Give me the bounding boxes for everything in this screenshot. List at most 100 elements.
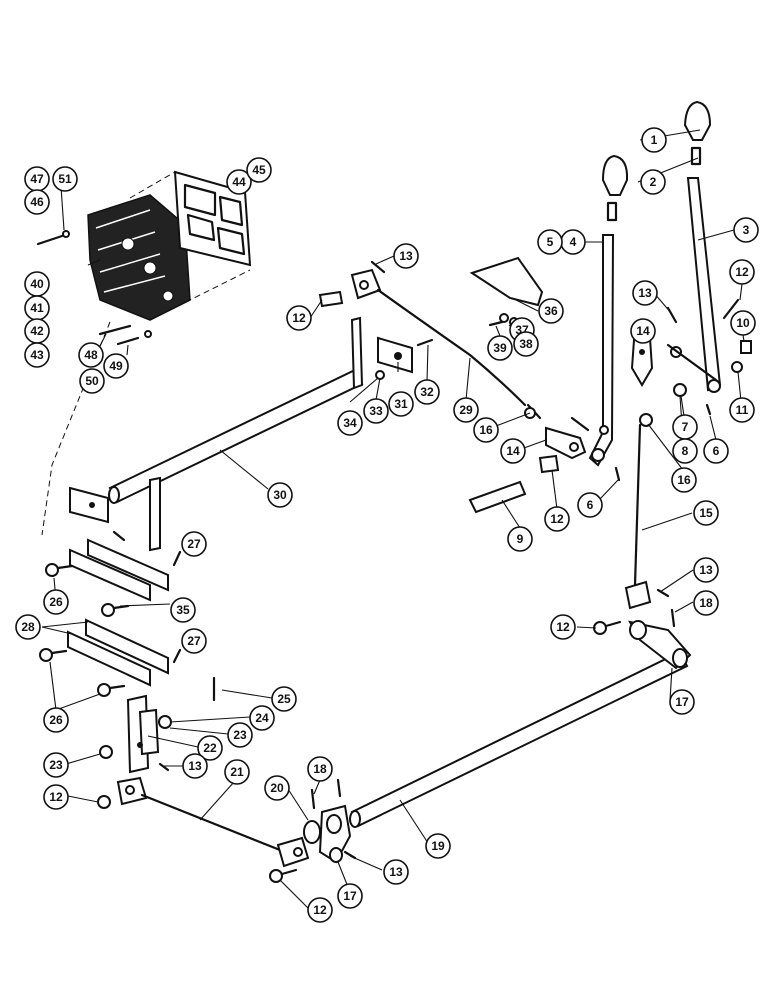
callout-49: 49: [103, 353, 129, 379]
svg-text:23: 23: [233, 728, 247, 742]
svg-text:30: 30: [273, 488, 287, 502]
svg-text:43: 43: [30, 348, 44, 362]
lower-linkage-rod: [97, 776, 310, 883]
callout-51: 51: [52, 166, 78, 192]
callout-13: 13: [383, 859, 409, 885]
svg-text:20: 20: [270, 781, 284, 795]
callout-9: 9: [507, 526, 533, 552]
svg-text:12: 12: [49, 790, 63, 804]
callout-17: 17: [669, 689, 695, 715]
callout-8: 8: [672, 438, 698, 464]
callout-35: 35: [170, 597, 196, 623]
svg-text:32: 32: [420, 385, 434, 399]
rod-end-clevis: [468, 407, 590, 514]
svg-text:12: 12: [550, 512, 564, 526]
callout-20: 20: [264, 775, 290, 801]
svg-text:28: 28: [21, 620, 35, 634]
callout-50: 50: [79, 368, 105, 394]
svg-text:38: 38: [519, 337, 533, 351]
callout-24: 24: [249, 705, 275, 731]
svg-text:17: 17: [343, 889, 357, 903]
link-bolts: [39, 563, 130, 697]
callout-4: 4: [560, 229, 586, 255]
svg-text:51: 51: [58, 172, 72, 186]
callout-32: 32: [414, 379, 440, 405]
callout-13: 13: [632, 280, 658, 306]
svg-text:2: 2: [650, 175, 657, 189]
callout-18: 18: [693, 590, 719, 616]
svg-text:1: 1: [651, 133, 658, 147]
callout-41: 41: [24, 295, 50, 321]
callout-16: 16: [473, 417, 499, 443]
svg-text:12: 12: [735, 265, 749, 279]
shaft-block: [69, 486, 109, 524]
svg-text:14: 14: [636, 324, 650, 338]
callout-48: 48: [78, 342, 104, 368]
svg-text:35: 35: [176, 603, 190, 617]
svg-text:12: 12: [292, 311, 306, 325]
callout-18: 18: [307, 756, 333, 782]
svg-text:26: 26: [49, 595, 63, 609]
callout-43: 43: [24, 342, 50, 368]
svg-text:34: 34: [343, 416, 357, 430]
svg-text:13: 13: [638, 286, 652, 300]
svg-text:13: 13: [399, 249, 413, 263]
callout-11: 11: [729, 397, 755, 423]
callout-27: 27: [181, 628, 207, 654]
callout-27: 27: [181, 531, 207, 557]
svg-text:7: 7: [682, 420, 689, 434]
callout-12: 12: [544, 506, 570, 532]
svg-text:3: 3: [743, 223, 750, 237]
callout-12: 12: [43, 784, 69, 810]
svg-text:17: 17: [675, 695, 689, 709]
svg-text:33: 33: [369, 404, 383, 418]
callout-3: 3: [733, 217, 759, 243]
control-lever-right: [666, 100, 722, 393]
svg-text:46: 46: [30, 195, 44, 209]
svg-text:16: 16: [677, 473, 691, 487]
rock-shaft-arms: [303, 588, 692, 864]
callout-42: 42: [24, 318, 50, 344]
svg-text:12: 12: [313, 903, 327, 917]
svg-text:48: 48: [84, 348, 98, 362]
callout-13: 13: [182, 753, 208, 779]
upper-linkage-rod: [318, 260, 542, 420]
link-plates: [67, 530, 182, 687]
callout-45: 45: [246, 157, 272, 183]
callout-31: 31: [388, 391, 414, 417]
callout-36: 36: [538, 298, 564, 324]
svg-text:50: 50: [85, 374, 99, 388]
callout-33: 33: [363, 398, 389, 424]
callout-23: 23: [227, 722, 253, 748]
svg-text:5: 5: [547, 235, 554, 249]
callout-23: 23: [43, 752, 69, 778]
svg-text:31: 31: [394, 397, 408, 411]
svg-text:27: 27: [187, 537, 201, 551]
control-valve-body: [87, 194, 191, 321]
callout-25: 25: [271, 686, 297, 712]
svg-text:19: 19: [431, 839, 445, 853]
callout-39: 39: [487, 335, 513, 361]
svg-text:8: 8: [682, 444, 689, 458]
svg-text:41: 41: [30, 301, 44, 315]
callout-13: 13: [693, 557, 719, 583]
callout-38: 38: [513, 331, 539, 357]
callout-group: 1 2 3 4 5 12 13 13 14 10 11 7 8 6 6 16 1…: [15, 127, 759, 923]
svg-text:15: 15: [699, 506, 713, 520]
valve-bolts: [36, 230, 152, 346]
callout-46: 46: [24, 189, 50, 215]
control-lever-left: [588, 154, 629, 467]
callout-29: 29: [453, 397, 479, 423]
svg-text:13: 13: [389, 865, 403, 879]
svg-text:25: 25: [277, 692, 291, 706]
svg-text:6: 6: [587, 498, 594, 512]
callout-26: 26: [43, 589, 69, 615]
callout-10: 10: [730, 310, 756, 336]
callout-6: 6: [703, 438, 729, 464]
callout-19: 19: [425, 833, 451, 859]
svg-text:18: 18: [313, 762, 327, 776]
svg-text:4: 4: [570, 235, 577, 249]
callout-22: 22: [197, 735, 223, 761]
svg-text:47: 47: [30, 172, 44, 186]
callout-7: 7: [672, 414, 698, 440]
